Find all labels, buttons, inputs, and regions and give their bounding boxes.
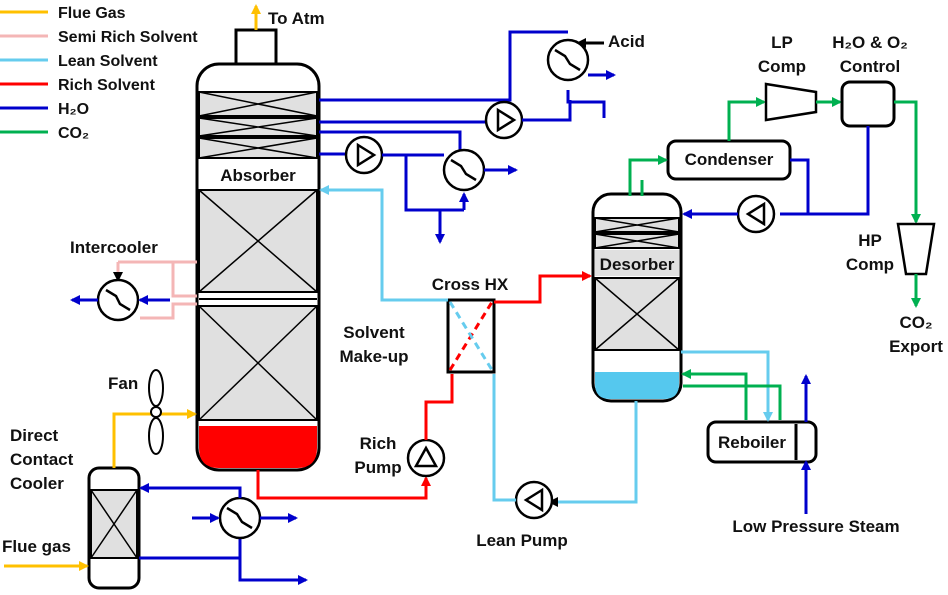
- dcc-label-line3: Cooler: [10, 474, 64, 493]
- to-atm-label: To Atm: [268, 9, 325, 28]
- hp-comp-label-line2: Comp: [846, 255, 894, 274]
- reflux-pump-icon: [736, 194, 776, 234]
- lean-pump-icon: [514, 480, 554, 520]
- absorber-rich-sump: [199, 426, 317, 468]
- legend-label: Semi Rich Solvent: [58, 29, 198, 46]
- lp-comp-label-line1: LP: [771, 33, 793, 52]
- legend-label: Lean Solvent: [58, 53, 158, 70]
- legend-item-flue-gas: Flue Gas: [0, 5, 126, 22]
- absorber-packing-top: [198, 91, 318, 159]
- co2-export-label-line2: Export: [889, 337, 943, 356]
- absorber-loop-hx-icon: [442, 148, 486, 192]
- legend: Flue Gas Semi Rich Solvent Lean Solvent …: [0, 5, 198, 142]
- legend-item-lean-solvent: Lean Solvent: [0, 53, 158, 70]
- co2-export-label-line1: CO₂: [899, 313, 932, 332]
- lp-steam-label: Low Pressure Steam: [732, 517, 899, 536]
- rich-pump-label-line2: Pump: [354, 458, 401, 477]
- reboiler-label: Reboiler: [718, 433, 786, 452]
- fan-label: Fan: [108, 374, 138, 393]
- h2o-o2-label-line1: H₂O & O₂: [832, 33, 908, 52]
- absorber-stack: [234, 28, 278, 68]
- legend-item-h2o: H₂O: [0, 101, 89, 118]
- fan-icon: [148, 369, 164, 455]
- legend-label: Flue Gas: [58, 5, 126, 22]
- intercooler-hx-icon: [96, 278, 140, 322]
- dcc-label-line1: Direct: [10, 426, 59, 445]
- absorber-column: Absorber: [195, 28, 321, 472]
- solvent-makeup-label-line2: Make-up: [340, 347, 409, 366]
- hp-compressor-icon: [896, 222, 936, 276]
- flue-gas-label: Flue gas: [2, 537, 71, 556]
- desorber-lean-sump: [595, 372, 679, 399]
- lean-pump-label: Lean Pump: [476, 531, 568, 550]
- desorber-label: Desorber: [600, 255, 675, 274]
- desorber-column: Desorber: [591, 192, 683, 403]
- absorber-label: Absorber: [220, 166, 296, 185]
- legend-label: CO₂: [58, 125, 89, 142]
- solvent-makeup-label-line1: Solvent: [343, 323, 405, 342]
- legend-label: Rich Solvent: [58, 77, 156, 94]
- reboiler: [706, 420, 818, 464]
- dcc-hx-icon: [218, 496, 262, 540]
- legend-item-co2: CO₂: [0, 125, 89, 142]
- rich-pump-icon: [406, 438, 446, 478]
- acid-label: Acid: [608, 32, 645, 51]
- h2o-o2-label-line2: Control: [840, 57, 900, 76]
- legend-label: H₂O: [58, 101, 89, 118]
- legend-item-semi-rich-solvent: Semi Rich Solvent: [0, 29, 198, 46]
- absorber-loop-pump-icon: [344, 135, 384, 175]
- wash-pump-icon: [484, 100, 524, 140]
- hp-comp-label-line1: HP: [858, 231, 882, 250]
- rich-pump-label-line1: Rich: [360, 434, 397, 453]
- acid-hx-icon: [546, 38, 590, 82]
- condenser-label: Condenser: [685, 150, 774, 169]
- direct-contact-cooler: [87, 466, 141, 590]
- cross-hx-label: Cross HX: [432, 275, 509, 294]
- dcc-label-line2: Contact: [10, 450, 74, 469]
- lp-compressor-icon: [764, 82, 818, 122]
- h2o-o2-control: [840, 80, 896, 128]
- intercooler-label: Intercooler: [70, 238, 158, 257]
- lp-comp-label-line2: Comp: [758, 57, 806, 76]
- legend-item-rich-solvent: Rich Solvent: [0, 77, 156, 94]
